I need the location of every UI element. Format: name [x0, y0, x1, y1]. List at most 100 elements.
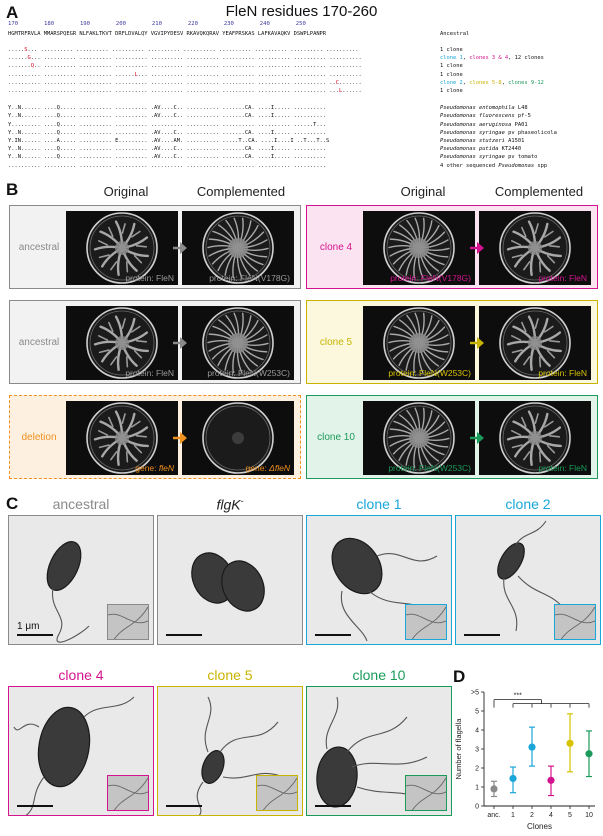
clone-label: clone 1, clones 3 & 4, 12 clones	[440, 54, 544, 62]
species-label: Pseudomonas aeruginosa PA01	[440, 121, 528, 128]
ruler-tick-label: 230	[223, 21, 234, 27]
species-label: Pseudomonas entomophila L48	[440, 105, 528, 112]
species-name: Pseudomonas putida	[440, 146, 499, 153]
swarm-branch	[135, 245, 148, 248]
arrow-head	[180, 432, 187, 444]
swarm-branch	[110, 356, 118, 366]
swarm-plate-left: protein: FleN(V178G)	[363, 211, 475, 285]
complementation-arrow-wrap	[470, 336, 484, 354]
swarm-plate-image	[182, 401, 294, 475]
swarm-branch	[131, 230, 141, 238]
species-sequence-row: .......... .......... .......... .......…	[8, 162, 327, 169]
bacterial-cell-body	[37, 706, 91, 788]
plate-caption: gene: fleN	[135, 463, 174, 473]
swarm-branch	[511, 349, 523, 354]
em-micrograph	[455, 515, 601, 645]
swarm-branch	[523, 261, 531, 271]
complementation-arrow	[173, 337, 187, 349]
swarm-branch	[544, 325, 554, 333]
colony-center	[409, 238, 429, 258]
inset-flagellum	[411, 606, 446, 639]
data-point	[509, 774, 517, 783]
flagellum	[219, 721, 279, 753]
swarm-branch	[108, 226, 114, 238]
clone-label: 1 clone	[440, 46, 463, 54]
colony-center	[409, 428, 429, 448]
flagella-inset	[107, 775, 149, 811]
swarm-plate-left: gene: fleN	[66, 401, 178, 475]
species-name: Pseudomonas entomophila	[440, 105, 515, 112]
y-tick-label: 1	[475, 785, 479, 792]
original-header-left: Original	[103, 184, 149, 199]
plate-caption: protein: FleN(W253C)	[388, 463, 471, 473]
species-label: 4 other sequenced Pseudomonas spp	[440, 162, 548, 169]
y-axis-label: Number of flagella	[454, 718, 463, 780]
em-panel-title-superscript: -	[240, 496, 244, 506]
inset-image	[108, 777, 148, 810]
flagellum	[346, 716, 408, 753]
clone-label: 1 clone	[440, 71, 463, 79]
swarm-branch	[97, 334, 109, 341]
em-micrograph-image	[46, 541, 90, 643]
flagella-inset	[405, 775, 447, 811]
inset-flagellum	[257, 784, 297, 795]
flagella-inset	[256, 775, 298, 811]
swarm-branch	[534, 318, 539, 329]
panel-a-letter: A	[6, 3, 19, 22]
swarm-plate-image	[479, 401, 591, 475]
clone-label-part: ,	[462, 79, 470, 86]
inset-flagellum	[108, 784, 148, 795]
swarm-plate-image	[479, 211, 591, 285]
em-panel-title-text: clone 4	[58, 667, 104, 683]
x-tick-label: anc.	[487, 812, 500, 819]
x-tick-label: 5	[568, 812, 572, 819]
mutation-residue: Q	[30, 63, 34, 70]
petri-dish-inner-rim	[205, 405, 271, 471]
clone-sequence-row: .......... .......... .......... .......…	[8, 79, 362, 86]
inset-image	[257, 777, 297, 810]
em-micrograph	[157, 686, 303, 816]
clone-label-part: 1 clone	[440, 47, 463, 53]
swarm-branch	[521, 416, 527, 428]
bacterial-cell-body	[46, 541, 82, 591]
em-panel-title: clone 4	[8, 667, 154, 683]
gene-name: ΔfleN	[269, 463, 290, 473]
complementation-arrow-wrap	[173, 431, 187, 449]
flagellum	[222, 772, 284, 779]
clone-label-part: , 12 clones	[508, 55, 544, 62]
colony-center	[115, 241, 129, 255]
plate-caption: protein: FleN(V178G)	[209, 273, 290, 283]
flagellum	[351, 756, 428, 768]
species-label: Pseudomonas putida KT2440	[440, 146, 522, 153]
petri-dish-inner-rim	[205, 310, 271, 376]
species-label: Pseudomonas fluorescens pf-5	[440, 113, 531, 120]
swarm-branch	[110, 451, 118, 461]
mutation-residue: G	[27, 55, 31, 62]
y-tick-label: 5	[475, 709, 479, 716]
complementation-arrow	[470, 337, 484, 349]
colony-center	[228, 238, 248, 258]
swarm-plate-right: protein: FleN	[479, 401, 591, 475]
flagellum	[13, 723, 40, 731]
plate-caption: protein: FleN	[125, 368, 174, 378]
swarm-branch	[510, 239, 522, 246]
scale-bar	[315, 634, 351, 636]
colony-center	[528, 241, 542, 255]
inset-image	[406, 606, 446, 639]
swarm-branch	[125, 356, 129, 368]
colony-center	[528, 336, 542, 350]
swarm-branch	[546, 444, 556, 454]
y-tick-label: 4	[475, 728, 479, 735]
colony-center	[228, 333, 248, 353]
bacterial-cell-body	[497, 542, 525, 580]
arrow-head	[477, 242, 484, 254]
ruler-tick-label: 210	[151, 21, 162, 27]
species-sequence-row: Y..N...... ....Q..... .......... .......…	[8, 113, 327, 120]
swarm-branch	[135, 340, 148, 343]
swarm-branch	[511, 444, 523, 449]
ruler-tick-label: 180	[43, 21, 55, 27]
em-panel-title-text: flgK	[216, 496, 241, 513]
flagellum	[340, 590, 368, 642]
